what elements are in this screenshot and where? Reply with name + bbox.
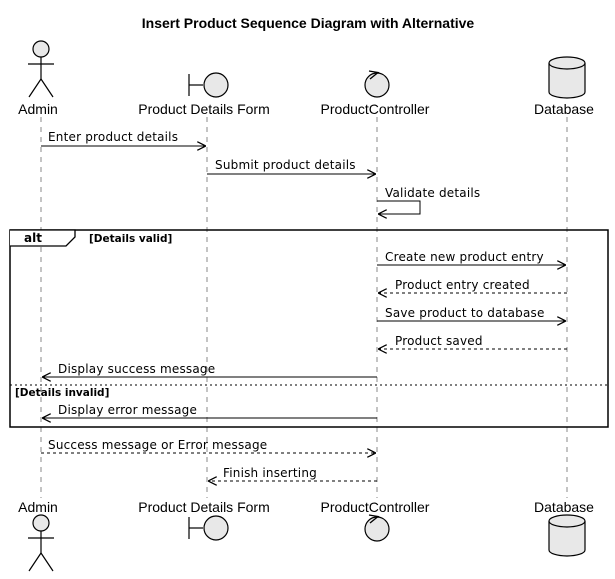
message-label: Display success message bbox=[58, 362, 215, 376]
alt-frame bbox=[9, 229, 609, 428]
message-enter-product-details: Enter product details bbox=[41, 130, 205, 146]
message-submit-product-details: Submit product details bbox=[207, 158, 375, 174]
participant-label-database: Database bbox=[534, 101, 594, 117]
alt-fragment: alt [Details valid] [Details invalid] bbox=[9, 229, 609, 428]
message-label: Display error message bbox=[58, 403, 197, 417]
actor-icon-bottom bbox=[28, 514, 54, 572]
control-icon-top bbox=[364, 70, 390, 98]
database-icon-bottom bbox=[548, 514, 586, 557]
message-display-success-message: Display success message bbox=[43, 362, 377, 377]
message-label: Save product to database bbox=[385, 306, 545, 320]
participant-label-productcontroller-bottom: ProductController bbox=[321, 499, 430, 515]
message-product-entry-created: Product entry created bbox=[379, 278, 567, 293]
lifelines bbox=[40, 117, 568, 498]
message-save-product-to-database: Save product to database bbox=[377, 306, 565, 321]
message-label: Finish inserting bbox=[223, 466, 317, 480]
participant-label-productcontroller: ProductController bbox=[321, 101, 430, 117]
participant-label-admin-bottom: Admin bbox=[18, 499, 58, 515]
message-label: Validate details bbox=[385, 186, 480, 200]
message-label: Product saved bbox=[395, 334, 483, 348]
alt-operator-label: alt bbox=[24, 231, 42, 245]
actor-icon-top bbox=[28, 40, 54, 98]
participant-label-admin: Admin bbox=[18, 101, 58, 117]
boundary-icon-top bbox=[188, 72, 229, 98]
alt-operator-tab bbox=[10, 229, 76, 247]
message-label: Success message or Error message bbox=[48, 438, 267, 452]
message-label: Create new product entry bbox=[385, 250, 544, 264]
message-create-new-product-entry: Create new product entry bbox=[377, 250, 565, 265]
diagram-title: Insert Product Sequence Diagram with Alt… bbox=[142, 15, 475, 31]
self-message-arrow bbox=[377, 200, 421, 214]
database-icon-top bbox=[548, 56, 586, 99]
message-product-saved: Product saved bbox=[379, 334, 567, 349]
guard-details-invalid: [Details invalid] bbox=[15, 387, 109, 399]
guard-details-valid: [Details valid] bbox=[89, 233, 172, 245]
message-validate-details: Validate details bbox=[377, 186, 480, 214]
boundary-icon-bottom bbox=[188, 515, 229, 541]
control-icon-bottom bbox=[364, 514, 390, 542]
message-success-or-error-message: Success message or Error message bbox=[41, 438, 375, 453]
message-label: Enter product details bbox=[48, 130, 178, 144]
participant-label-product-details-form-bottom: Product Details Form bbox=[138, 499, 269, 515]
participant-label-product-details-form: Product Details Form bbox=[138, 101, 269, 117]
message-label: Submit product details bbox=[215, 158, 356, 172]
message-display-error-message: Display error message bbox=[43, 403, 377, 418]
message-finish-inserting: Finish inserting bbox=[209, 466, 377, 481]
participant-label-database-bottom: Database bbox=[534, 499, 594, 515]
message-label: Product entry created bbox=[395, 278, 530, 292]
